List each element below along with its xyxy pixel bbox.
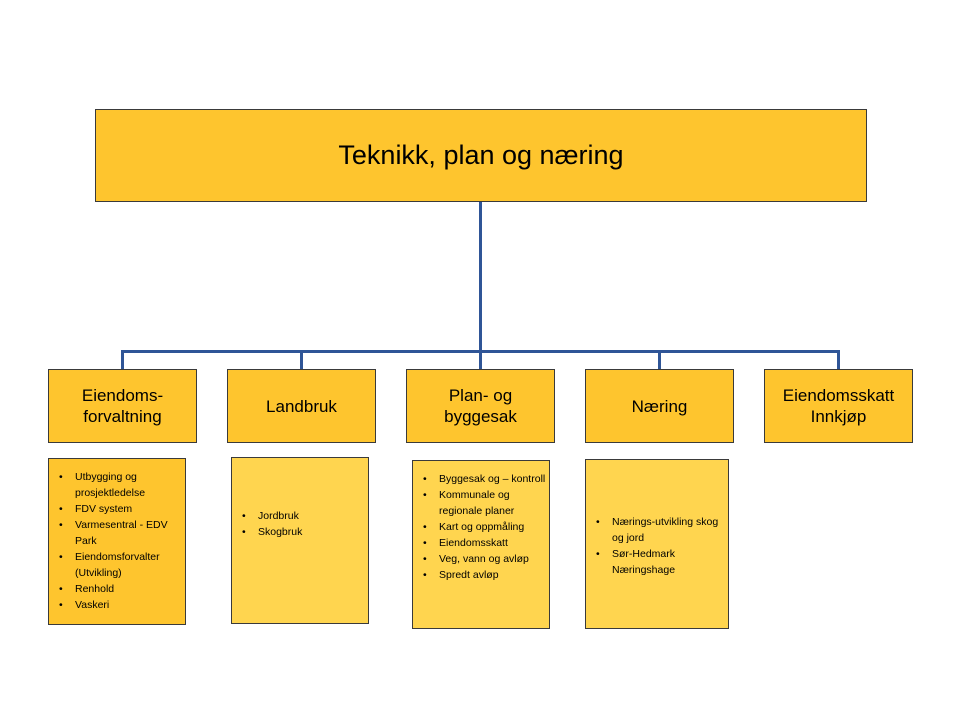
list-item: Eiendomsforvalter (Utvikling) (49, 549, 185, 581)
list-item: Byggesak og – kontroll (413, 471, 549, 487)
list-item: Eiendomsskatt (413, 535, 549, 551)
list-item: Vaskeri (49, 597, 185, 613)
top-unit-title: Teknikk, plan og næring (338, 140, 624, 170)
unit-box-eiendomsskatt-innkjop: Eiendomsskatt Innkjøp (764, 369, 913, 443)
task-list-naering: Nærings-utvikling skog og jord Sør-Hedma… (585, 459, 729, 629)
unit-box-naering: Næring (585, 369, 734, 443)
task-list-eiendomsforvaltning: Utbygging og prosjektledelse FDV system … (48, 458, 186, 625)
connector-drop-4 (658, 350, 661, 369)
connector-drop-3 (479, 350, 482, 369)
connector-drop-2 (300, 350, 303, 369)
list-item: Kart og oppmåling (413, 519, 549, 535)
unit-label: Næring (631, 396, 688, 416)
unit-label: Eiendomsskatt Innkjøp (782, 386, 895, 426)
unit-label: Landbruk (266, 396, 337, 416)
list-item: Jordbruk (232, 508, 368, 524)
list-item: FDV system (49, 501, 185, 517)
connector-trunk (479, 201, 482, 353)
list-item: Veg, vann og avløp (413, 551, 549, 567)
unit-box-plan-og-byggesak: Plan- og byggesak (406, 369, 555, 443)
unit-box-landbruk: Landbruk (227, 369, 376, 443)
unit-label: Eiendoms- forvaltning (81, 386, 164, 426)
list-item: Spredt avløp (413, 567, 549, 583)
list-item: Nærings-utvikling skog og jord (586, 514, 728, 546)
list-item: Skogbruk (232, 524, 368, 540)
list-item: Varmesentral - EDV Park (49, 517, 185, 549)
list-item: Sør-Hedmark Næringshage (586, 546, 728, 578)
task-list-plan-og-byggesak: Byggesak og – kontroll Kommunale og regi… (412, 460, 550, 629)
unit-label: Plan- og byggesak (444, 386, 517, 426)
unit-box-eiendomsforvaltning: Eiendoms- forvaltning (48, 369, 197, 443)
connector-drop-5 (837, 350, 840, 369)
task-list-landbruk: Jordbruk Skogbruk (231, 457, 369, 624)
list-item: Kommunale og regionale planer (413, 487, 549, 519)
list-item: Utbygging og prosjektledelse (49, 469, 185, 501)
list-item: Renhold (49, 581, 185, 597)
connector-drop-1 (121, 350, 124, 369)
top-unit-box: Teknikk, plan og næring (95, 109, 867, 202)
